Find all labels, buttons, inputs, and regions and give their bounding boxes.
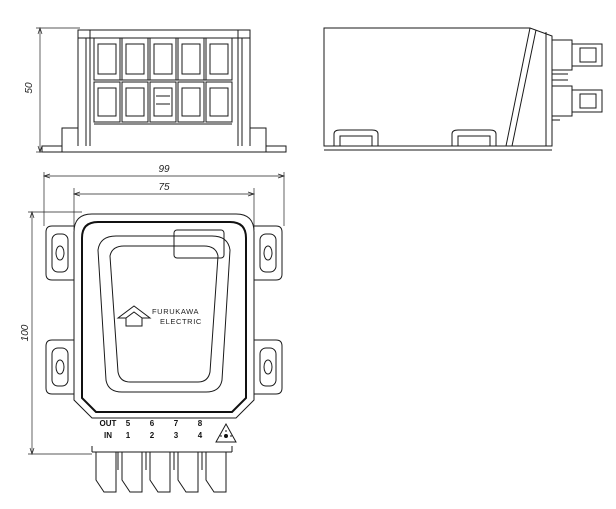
port-out-5: 5 xyxy=(126,419,131,428)
dim-label-100: 100 xyxy=(20,324,31,341)
brand-line-2: ELECTRIC xyxy=(160,317,202,326)
port-in-4: 4 xyxy=(198,431,203,440)
dimension-width-99: 99 xyxy=(42,164,286,226)
port-in-1: 1 xyxy=(126,431,131,440)
label-out: OUT xyxy=(100,419,117,428)
dim-label-75: 75 xyxy=(158,182,170,193)
front-view: 50 xyxy=(24,26,287,154)
bottom-connectors xyxy=(91,446,233,493)
furukawa-logo-icon xyxy=(116,305,152,327)
port-out-8: 8 xyxy=(198,419,203,428)
brand-line-1: FURUKAWA xyxy=(152,307,199,316)
dimension-height-50: 50 xyxy=(24,26,80,154)
side-connectors xyxy=(551,39,603,121)
port-in-3: 3 xyxy=(174,431,179,440)
port-out-7: 7 xyxy=(174,419,179,428)
label-in: IN xyxy=(104,431,112,440)
dim-label-99: 99 xyxy=(158,164,170,175)
label-window xyxy=(173,229,225,259)
port-labels: OUT IN 5 6 7 8 1 2 3 4 xyxy=(100,419,203,440)
dim-label-50: 50 xyxy=(24,82,35,94)
top-view: 99 75 100 xyxy=(20,164,286,493)
port-in-2: 2 xyxy=(150,431,155,440)
front-port-grid xyxy=(89,30,239,146)
dimension-width-75: 75 xyxy=(72,182,256,230)
side-view xyxy=(323,27,603,151)
dimension-height-100: 100 xyxy=(20,210,92,456)
laser-warning-icon xyxy=(215,422,237,443)
mounting-ears xyxy=(45,225,283,395)
port-out-6: 6 xyxy=(150,419,155,428)
